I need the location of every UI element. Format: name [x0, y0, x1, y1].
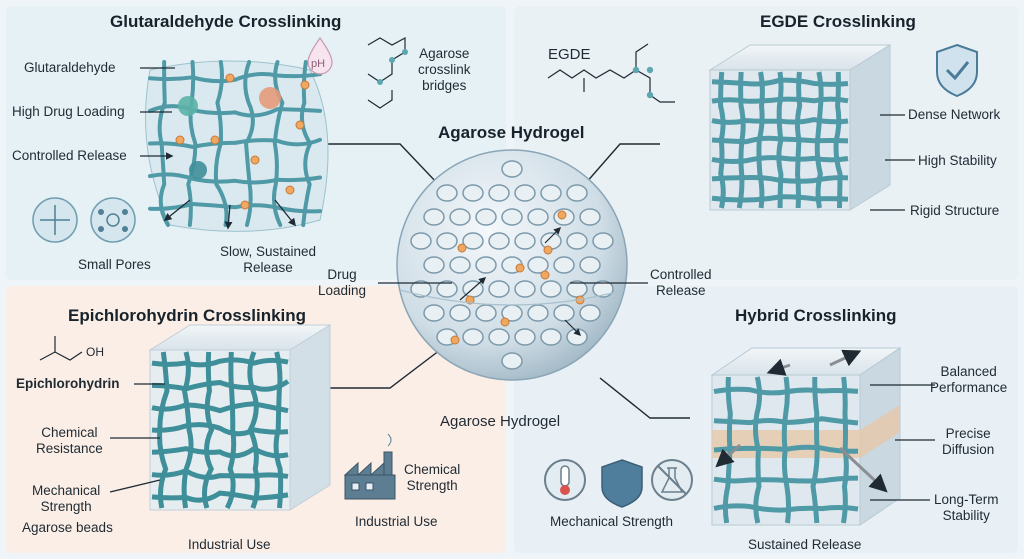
label-small-pores: Small Pores — [78, 257, 151, 272]
label-epichlorohydrin: Epichlorohydrin — [16, 376, 120, 391]
label-balanced-performance: Balanced Performance — [930, 364, 1008, 395]
center-title: Agarose Hydrogel — [438, 123, 585, 142]
epichlorohydrin-cube — [148, 324, 332, 511]
epichlorohydrin-title: Epichlorohydrin Crosslinking — [68, 306, 307, 325]
connector-bottom-right — [599, 377, 690, 419]
label-chemical-resistance: Chemical Resistance — [36, 425, 103, 456]
label-chemical-strength: Chemical Strength — [404, 462, 461, 493]
label-ph: pH — [311, 58, 326, 70]
drug-cluster-icon — [259, 87, 281, 109]
label-oh: OH — [86, 345, 104, 359]
egde-cube — [708, 44, 892, 211]
glut-leader-lines — [140, 67, 296, 230]
connector-lines — [325, 143, 690, 419]
label-mechanical-strength-epi: Mechanical Strength — [32, 483, 101, 514]
hybrid-title: Hybrid Crosslinking — [735, 306, 897, 325]
label-slow-release: Slow, Sustained Release — [220, 244, 317, 275]
connector-bottom-left — [325, 349, 441, 389]
label-precise-diffusion: Precise Diffusion — [942, 426, 995, 457]
label-high-stability: High Stability — [918, 153, 997, 168]
bridge-molecule — [367, 36, 408, 109]
shield-check-icon — [936, 43, 978, 98]
label-agarose-beads: Agarose beads — [22, 520, 113, 535]
label-drug-loading: Drug Loading — [318, 267, 367, 298]
hybrid-cube — [710, 347, 902, 526]
glutaraldehyde-title: Glutaraldehyde Crosslinking — [110, 12, 342, 31]
label-controlled-release-center: Controlled Release — [650, 267, 712, 298]
shield-icon — [601, 459, 643, 508]
label-high-drug-loading: High Drug Loading — [12, 104, 125, 119]
label-dense-network: Dense Network — [908, 107, 1001, 122]
label-rigid-structure: Rigid Structure — [910, 203, 1000, 218]
drug-cluster-icon — [189, 161, 207, 179]
label-glutaraldehyde: Glutaraldehyde — [24, 60, 116, 75]
connector-top-left — [325, 143, 439, 185]
hybrid-leader-lines — [870, 384, 935, 501]
ph-drop-icon — [307, 36, 333, 75]
egde-title: EGDE Crosslinking — [760, 12, 916, 31]
label-long-term-stability: Long-Term Stability — [934, 492, 999, 523]
label-industrial-use-bottom: Industrial Use — [188, 537, 271, 552]
small-pores-icons — [32, 197, 136, 243]
factory-icon — [343, 433, 396, 500]
label-bridges: Agarose crosslink bridges — [418, 46, 471, 93]
egde-leader-lines — [870, 114, 915, 211]
label-mechanical-strength-hybrid: Mechanical Strength — [550, 514, 674, 529]
egde-molecule — [547, 43, 675, 103]
label-agarose-hydrogel-bottom: Agarose Hydrogel — [440, 413, 561, 430]
epichlorohydrin-molecule — [39, 336, 83, 361]
center-leader-lines — [378, 226, 648, 337]
label-sustained-release: Sustained Release — [748, 537, 862, 552]
label-egde: EGDE — [548, 46, 591, 63]
epi-leader-lines — [109, 383, 165, 493]
no-flask-icon — [651, 459, 693, 501]
thermometer-icon — [544, 459, 586, 501]
label-industrial-use: Industrial Use — [355, 514, 438, 529]
drug-cluster-icon — [178, 96, 198, 116]
agarose-hydrogel-sphere — [396, 149, 628, 381]
glutaraldehyde-network — [145, 60, 329, 232]
connector-top-right — [584, 143, 660, 185]
label-controlled-release-glut: Controlled Release — [12, 148, 127, 163]
